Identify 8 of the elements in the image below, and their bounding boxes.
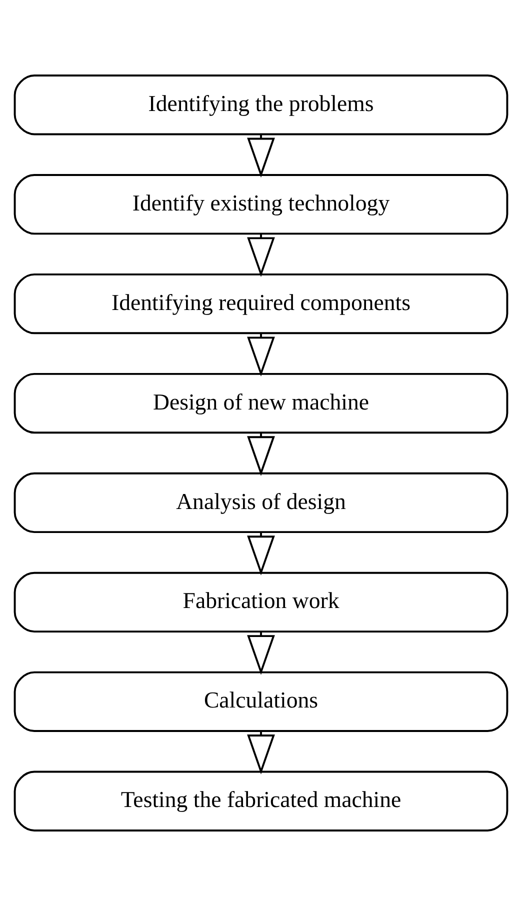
node-box: Identifying required components xyxy=(14,273,508,334)
node-box: Identifying the problems xyxy=(14,74,508,136)
node-box: Calculations xyxy=(14,671,508,732)
node-box: Design of new machine xyxy=(14,372,508,434)
node-box: Identify existing technology xyxy=(14,174,508,235)
node-box: Analysis of design xyxy=(14,472,508,534)
node-box: Fabrication work xyxy=(14,572,508,633)
node-box: Testing the fabricated machine xyxy=(14,770,508,832)
